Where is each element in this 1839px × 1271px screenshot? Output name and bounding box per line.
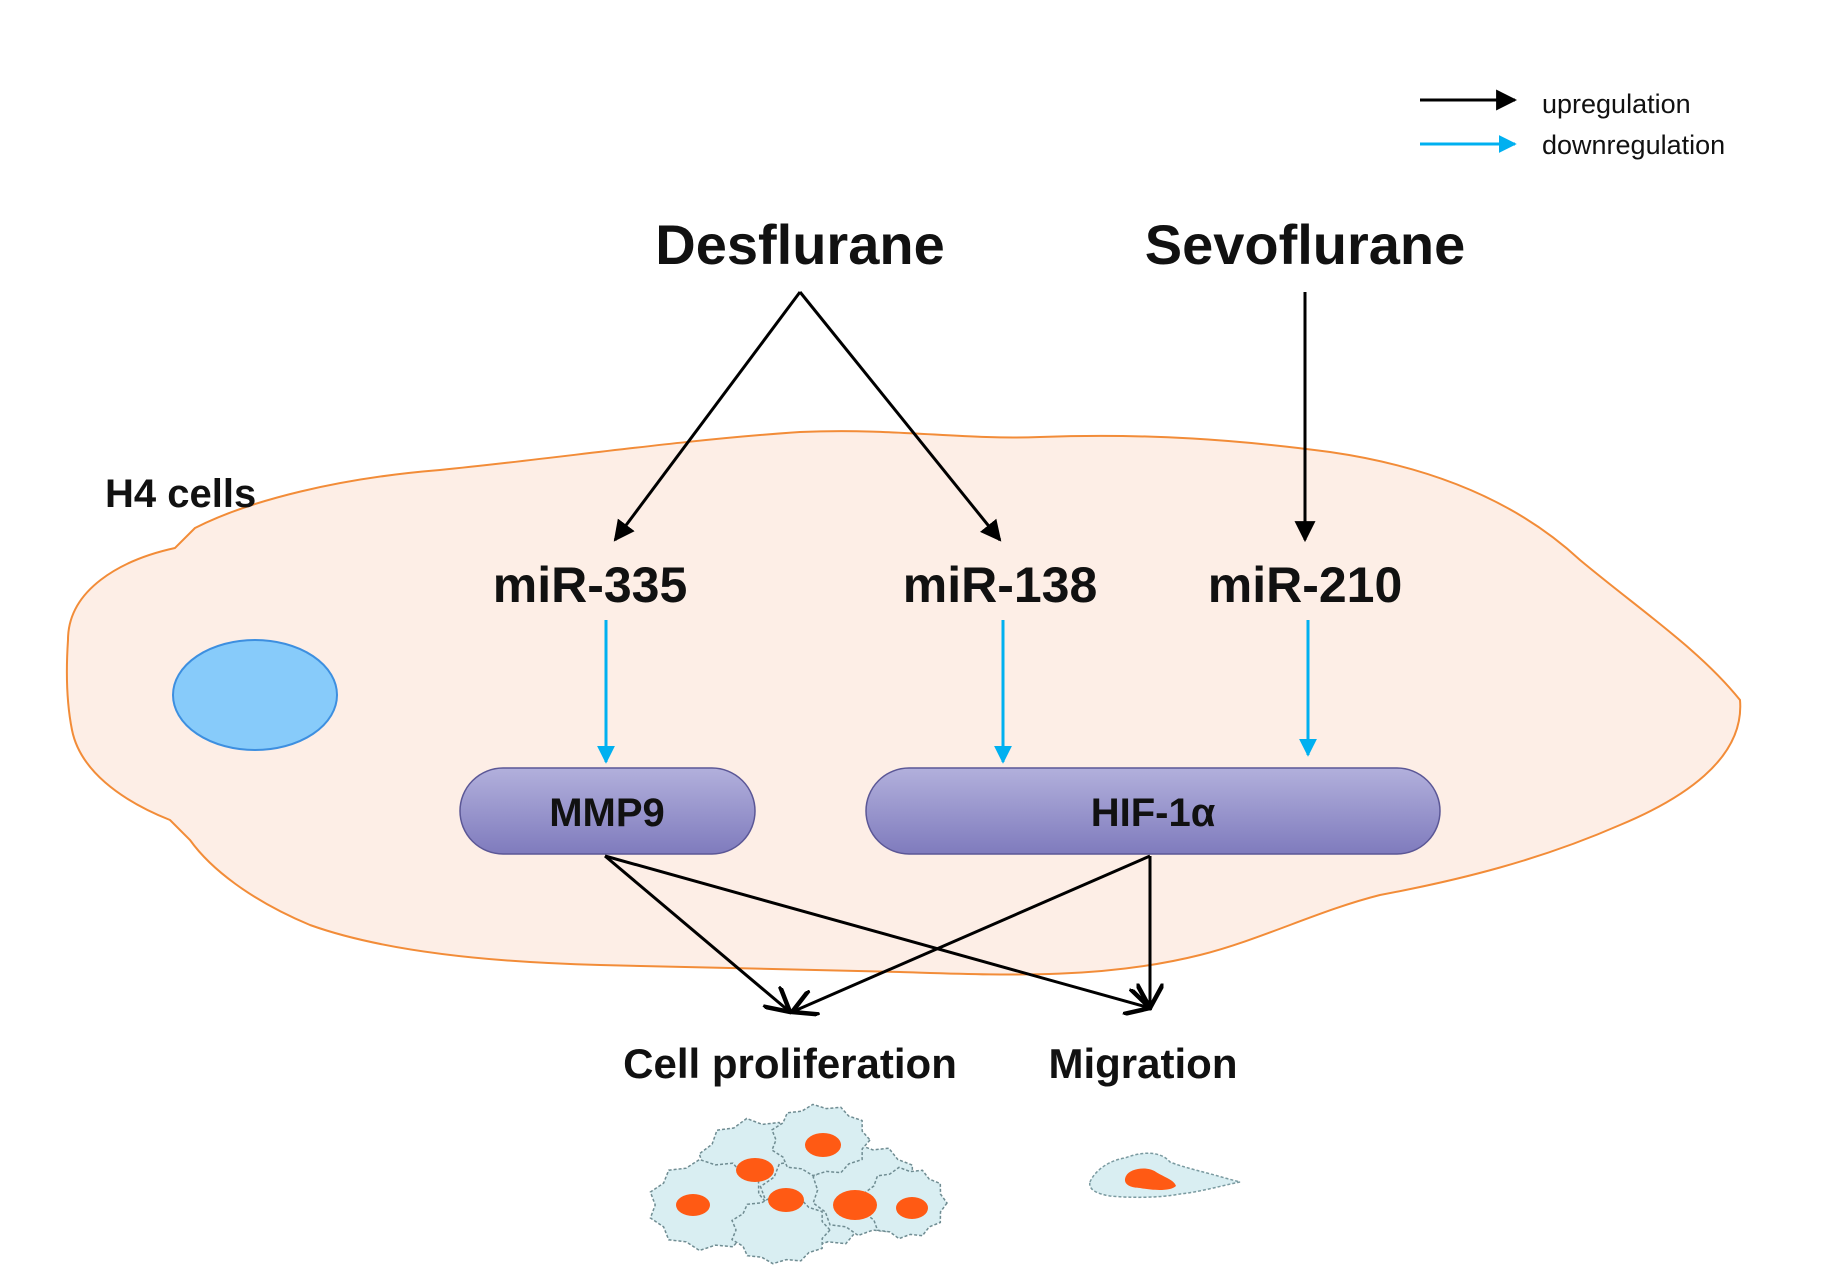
proliferating-cell-nucleus xyxy=(736,1158,774,1182)
legend-downregulation-label: downregulation xyxy=(1542,130,1725,160)
legend: upregulation downregulation xyxy=(1420,89,1725,160)
migration-label: Migration xyxy=(1049,1040,1238,1087)
proliferating-cells-icon xyxy=(649,1103,948,1265)
mir138-label: miR-138 xyxy=(903,557,1098,613)
mmp9-node: MMP9 xyxy=(459,767,756,855)
proliferating-cell-nucleus xyxy=(833,1190,877,1220)
proliferation-label: Cell proliferation xyxy=(623,1040,957,1087)
hif1a-label: HIF-1α xyxy=(1091,791,1216,835)
proliferating-cell-nucleus xyxy=(896,1197,928,1219)
proliferating-cell-nucleus xyxy=(676,1194,710,1216)
mir335-label: miR-335 xyxy=(493,557,688,613)
hif1a-node: HIF-1α xyxy=(865,767,1441,855)
mirna-arrows xyxy=(597,620,1317,764)
migrating-cell-nucleus xyxy=(1124,1168,1176,1190)
proliferating-cell-nucleus xyxy=(805,1133,841,1157)
migrating-cell-body xyxy=(1089,1152,1241,1199)
mmp9-pill xyxy=(459,767,756,855)
arrow-mmp9-proliferation xyxy=(604,854,790,1012)
nucleus xyxy=(172,639,338,751)
arrow-desflurane-mir138 xyxy=(798,291,1002,542)
effect-arrows xyxy=(604,854,1151,1012)
sevoflurane-label: Sevoflurane xyxy=(1145,213,1466,276)
arrow-mmp9-migration xyxy=(604,854,1150,1008)
mir210-label: miR-210 xyxy=(1208,557,1403,613)
cell-type-label: H4 cells xyxy=(105,472,256,516)
desflurane-label: Desflurane xyxy=(655,213,944,276)
hif1a-pill xyxy=(865,767,1441,855)
drug-arrows xyxy=(613,291,1316,543)
arrow-hif1a-proliferation xyxy=(792,854,1151,1012)
legend-upregulation-label: upregulation xyxy=(1542,89,1691,119)
migrating-cell-icon xyxy=(1089,1152,1241,1199)
proliferating-cell-nucleus xyxy=(768,1188,804,1212)
mmp9-label: MMP9 xyxy=(549,791,665,835)
arrow-desflurane-mir335 xyxy=(613,291,802,542)
